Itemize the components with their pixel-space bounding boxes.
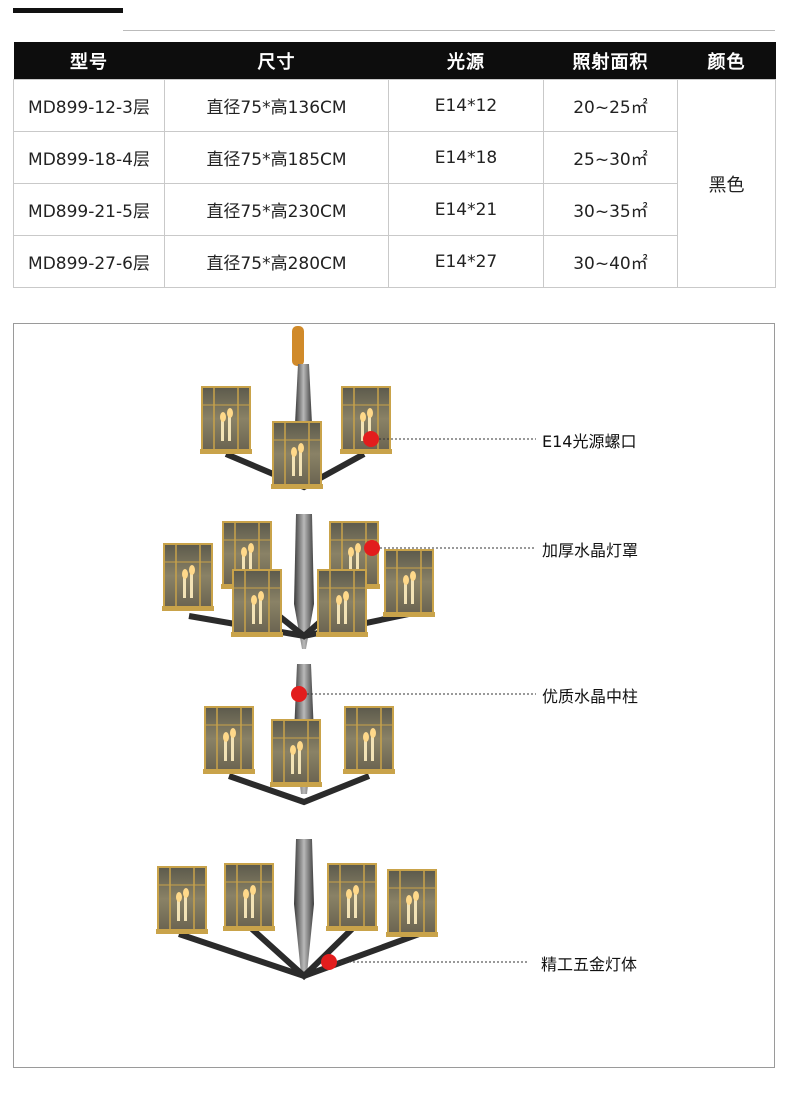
table-row: MD899-21-5层 直径75*高230CM E14*21 30~35㎡ xyxy=(13,183,776,236)
callout-metal-body xyxy=(321,954,527,970)
cell-light: E14*12 xyxy=(388,79,544,132)
callout-crystal-column xyxy=(291,686,536,702)
table-row: MD899-18-4层 直径75*高185CM E14*18 25~30㎡ xyxy=(13,131,776,184)
callout-light-socket xyxy=(363,431,536,447)
callout-marker xyxy=(321,954,337,970)
header-area: 照射面积 xyxy=(543,42,678,80)
header-size: 尺寸 xyxy=(164,42,389,80)
header-color: 颜色 xyxy=(677,42,776,80)
top-thin-rule xyxy=(123,30,775,31)
hanging-chain xyxy=(292,326,304,366)
product-photo-frame: E14光源螺口 加厚水晶灯罩 优质水晶中柱 精工五金灯体 xyxy=(13,323,775,1068)
cell-area: 30~35㎡ xyxy=(543,183,678,236)
callout-label-crystal-shade: 加厚水晶灯罩 xyxy=(542,541,639,560)
cell-area: 25~30㎡ xyxy=(543,131,678,184)
cell-light: E14*21 xyxy=(388,183,544,236)
callout-marker xyxy=(363,431,379,447)
cell-area: 20~25㎡ xyxy=(543,79,678,132)
cell-color: 黑色 xyxy=(677,79,776,288)
cell-size: 直径75*高185CM xyxy=(164,131,389,184)
cell-model: MD899-18-4层 xyxy=(13,131,165,184)
cell-model: MD899-12-3层 xyxy=(13,79,165,132)
cell-size: 直径75*高136CM xyxy=(164,79,389,132)
callout-marker xyxy=(291,686,307,702)
table-row: MD899-12-3层 直径75*高136CM E14*12 20~25㎡ 黑色 xyxy=(13,79,776,288)
cell-model: MD899-21-5层 xyxy=(13,183,165,236)
cell-light: E14*18 xyxy=(388,131,544,184)
callout-label-metal-body: 精工五金灯体 xyxy=(541,955,638,974)
callout-crystal-shade xyxy=(364,540,536,556)
header-light-source: 光源 xyxy=(388,42,544,80)
cell-model: MD899-27-6层 xyxy=(13,235,165,288)
tier-4-arms xyxy=(178,926,421,981)
spec-table-header-row: 型号 尺寸 光源 照射面积 颜色 xyxy=(13,42,776,80)
callout-marker xyxy=(364,540,380,556)
cell-light: E14*27 xyxy=(388,235,544,288)
callout-label-crystal-column: 优质水晶中柱 xyxy=(542,687,639,706)
table-row: MD899-27-6层 直径75*高280CM E14*27 30~40㎡ xyxy=(13,235,776,288)
top-accent-rule xyxy=(13,8,123,13)
cell-size: 直径75*高230CM xyxy=(164,183,389,236)
chandelier-illustration xyxy=(155,326,536,981)
cell-area: 30~40㎡ xyxy=(543,235,678,288)
callout-label-light-socket: E14光源螺口 xyxy=(542,432,637,451)
spec-table: 型号 尺寸 光源 照射面积 颜色 MD899-12-3层 直径75*高136CM… xyxy=(13,42,776,288)
tier-3-arms xyxy=(228,773,371,806)
cell-size: 直径75*高280CM xyxy=(164,235,389,288)
header-model: 型号 xyxy=(13,42,165,80)
